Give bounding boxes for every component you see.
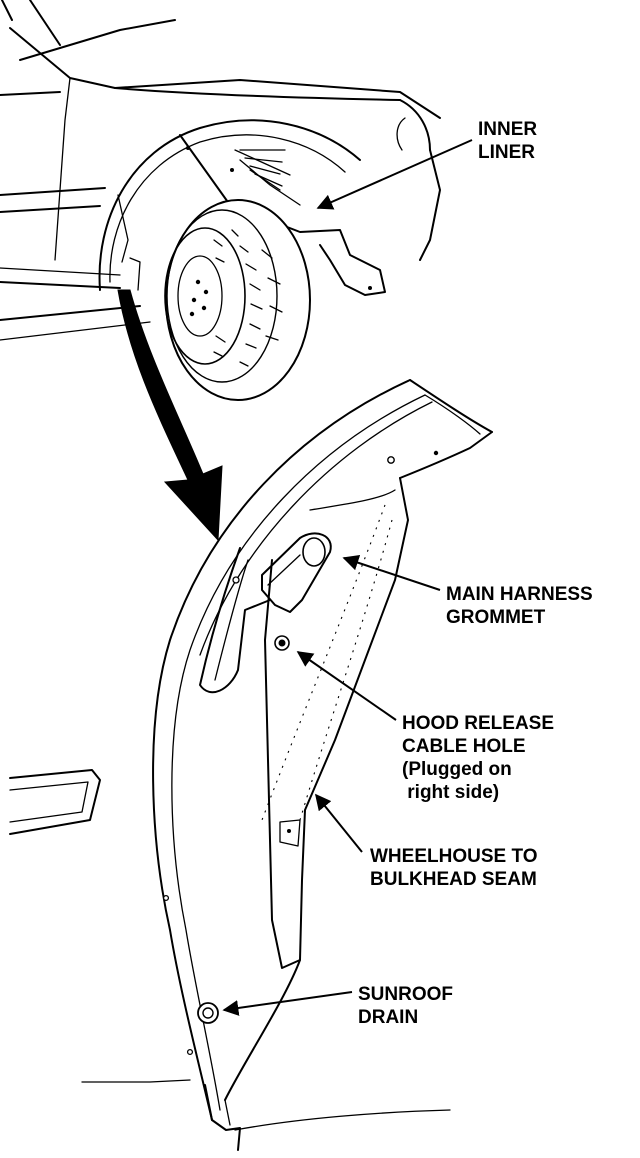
tire-illustration <box>164 199 311 401</box>
wheelhouse-detail <box>9 379 493 1151</box>
label-inner-liner: INNER LINER <box>478 119 542 163</box>
sunroof-drain-leader <box>222 991 353 1016</box>
label-sunroof-drain: SUNROOF DRAIN <box>358 984 458 1028</box>
label-wheelhouse-to-bulkhead-seam: WHEELHOUSE TO BULKHEAD SEAM <box>370 846 543 890</box>
label-main-harness-grommet: MAIN HARNESS GROMMET <box>446 584 598 628</box>
zoom-arrow <box>117 289 223 542</box>
main-harness-grommet-leader <box>342 554 441 591</box>
inner-liner-leader <box>316 139 473 210</box>
label-hood-release-cable-hole: HOOD RELEASE CABLE HOLE (Plugged on righ… <box>402 713 559 803</box>
car-body-illustration <box>0 0 441 341</box>
hood-release-leader <box>296 651 397 721</box>
wheelhouse-seam-leader <box>314 793 363 853</box>
